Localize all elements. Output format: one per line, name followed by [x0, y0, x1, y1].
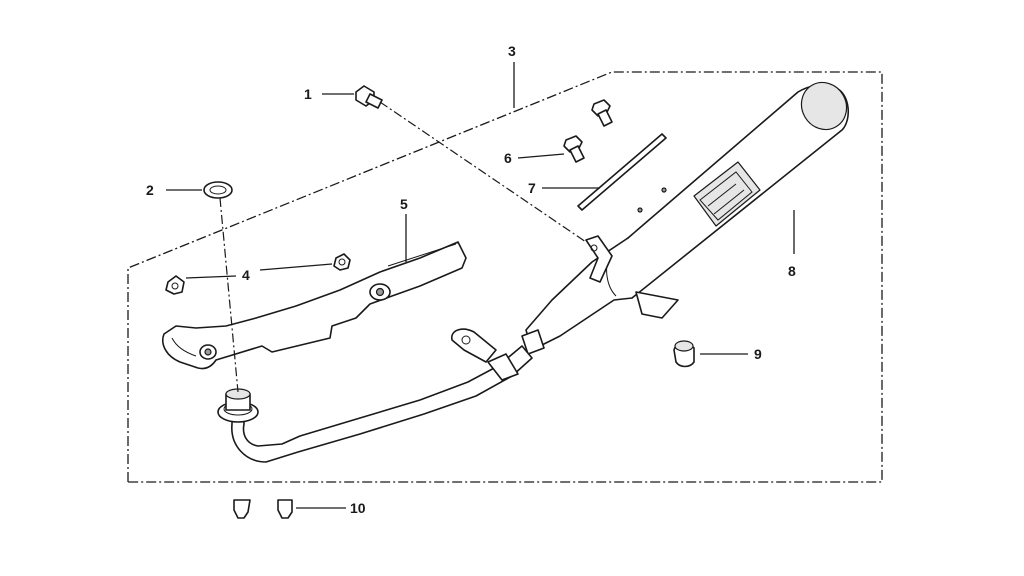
clip-10a	[233, 499, 251, 519]
cap-9	[673, 340, 695, 368]
callout-3: 3	[508, 43, 516, 59]
muffler	[521, 81, 849, 355]
leader-4a	[185, 275, 237, 279]
assembly-boundary-frame	[127, 71, 883, 483]
bolt-1	[355, 85, 383, 109]
guide-line-gasket	[219, 197, 239, 393]
nut-4a	[165, 275, 185, 295]
callout-8: 8	[788, 263, 796, 279]
leader-6	[517, 153, 565, 159]
gasket-2	[203, 181, 233, 199]
callout-1: 1	[304, 86, 312, 102]
callout-7: 7	[528, 180, 536, 196]
guide-line-bolt	[379, 101, 587, 243]
nut-4b	[333, 253, 351, 271]
callout-4: 4	[242, 267, 250, 283]
bolt-6b	[563, 135, 585, 163]
clip-10b	[277, 499, 293, 519]
bolt-6a	[591, 99, 613, 127]
rod-7	[577, 133, 667, 211]
callout-10: 10	[350, 500, 366, 516]
exhaust-pipe	[217, 328, 533, 463]
heat-shield	[162, 241, 467, 370]
callout-9: 9	[754, 346, 762, 362]
callout-2: 2	[146, 182, 154, 198]
callout-5: 5	[400, 196, 408, 212]
leader-4b	[259, 263, 333, 271]
callout-6: 6	[504, 150, 512, 166]
